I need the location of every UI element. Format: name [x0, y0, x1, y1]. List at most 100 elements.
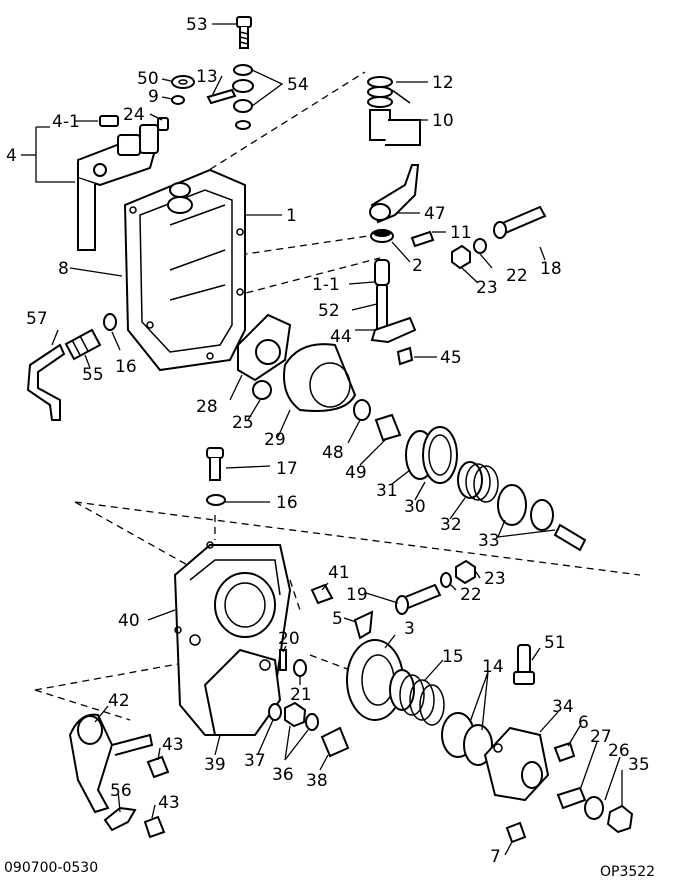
leader-lines [21, 23, 623, 856]
bolt-17 [206, 447, 224, 481]
washer-16a [103, 313, 117, 331]
cover-29 [283, 343, 357, 412]
bolt-43b [143, 815, 166, 839]
sleeve-10 [369, 109, 421, 146]
label-30: 30 [404, 497, 426, 517]
label-4: 4 [6, 146, 17, 166]
label-1: 1 [286, 206, 297, 226]
label-39: 39 [204, 755, 226, 775]
label-28: 28 [196, 397, 218, 417]
label-1-1: 1-1 [312, 275, 340, 295]
label-16b: 16 [276, 493, 298, 513]
label-44: 44 [330, 327, 352, 347]
label-53: 53 [186, 15, 208, 35]
plunger-27 [556, 786, 587, 810]
shaft-52 [376, 284, 388, 331]
nuts-54 [232, 64, 254, 130]
label-50: 50 [137, 69, 159, 89]
label-20: 20 [278, 629, 300, 649]
washer-50 [171, 75, 195, 89]
washer-21 [293, 659, 307, 677]
label-40: 40 [118, 611, 140, 631]
washer-22a [473, 238, 487, 254]
label-21: 21 [290, 685, 312, 705]
label-55: 55 [82, 365, 104, 385]
label-42: 42 [108, 691, 130, 711]
label-5: 5 [332, 609, 343, 629]
bolt-41 [310, 583, 334, 605]
label-43b: 43 [158, 793, 180, 813]
ring-9 [171, 95, 185, 105]
impeller-28 [237, 313, 292, 382]
spring-32 [457, 461, 499, 503]
label-6: 6 [578, 713, 589, 733]
label-31: 31 [376, 481, 398, 501]
spring-12 [367, 76, 411, 108]
label-32: 32 [440, 515, 462, 535]
pin-18 [493, 205, 547, 239]
fitting-55 [64, 328, 102, 361]
label-24: 24 [123, 105, 145, 125]
label-37: 37 [244, 751, 266, 771]
label-23a: 23 [476, 278, 498, 298]
spring-56 [103, 806, 137, 832]
label-29: 29 [264, 430, 286, 450]
spring-15 [389, 669, 445, 726]
label-10: 10 [432, 111, 454, 131]
nut-36 [284, 701, 319, 731]
label-36: 36 [272, 765, 294, 785]
footer-left-code: 090700-0530 [4, 860, 98, 876]
ring-30 [422, 426, 458, 484]
ball-25 [252, 380, 272, 400]
label-11: 11 [450, 223, 472, 243]
nut-23b [455, 559, 476, 585]
rings-14 [441, 712, 493, 766]
label-25: 25 [232, 413, 254, 433]
label-3: 3 [404, 619, 415, 639]
washer-22b [440, 572, 452, 588]
label-52: 52 [318, 301, 340, 321]
label-33: 33 [478, 531, 500, 551]
nut-23a [451, 244, 471, 270]
label-22b: 22 [460, 585, 482, 605]
pin-19 [395, 583, 442, 615]
label-41: 41 [328, 563, 350, 583]
washer-16b [206, 494, 226, 506]
part-labels: 53 50 13 54 9 12 10 4-1 24 4 1 47 11 18 … [6, 15, 650, 867]
label-35: 35 [628, 755, 650, 775]
label-51: 51 [544, 633, 566, 653]
bolt-53 [236, 16, 252, 49]
housing-1 [123, 168, 246, 372]
seal-33 [497, 484, 587, 552]
nut-35 [606, 804, 634, 834]
cover-39 [203, 648, 282, 736]
label-18: 18 [540, 259, 562, 279]
cover-34 [483, 726, 550, 802]
collar-2 [370, 229, 394, 243]
shaft-1-1 [374, 259, 390, 286]
washer-48 [353, 399, 371, 421]
hose-57 [26, 343, 66, 421]
clip-5 [353, 610, 374, 640]
label-4-1: 4-1 [52, 112, 80, 132]
label-45: 45 [440, 348, 462, 368]
bolt-43a [146, 755, 170, 779]
label-34: 34 [552, 697, 574, 717]
cap-38 [320, 726, 350, 758]
bracket-44 [370, 316, 417, 344]
screw-11 [410, 230, 435, 248]
lever-47 [369, 164, 420, 224]
bolt-7 [505, 821, 527, 844]
label-8: 8 [58, 259, 69, 279]
fitting-51 [513, 644, 535, 685]
bushing-49 [374, 413, 402, 442]
label-7: 7 [490, 847, 501, 867]
label-54: 54 [287, 75, 309, 95]
label-12: 12 [432, 73, 454, 93]
label-13: 13 [196, 67, 218, 87]
label-14: 14 [482, 657, 504, 677]
label-16a: 16 [115, 357, 137, 377]
label-27: 27 [590, 727, 612, 747]
label-56: 56 [110, 781, 132, 801]
